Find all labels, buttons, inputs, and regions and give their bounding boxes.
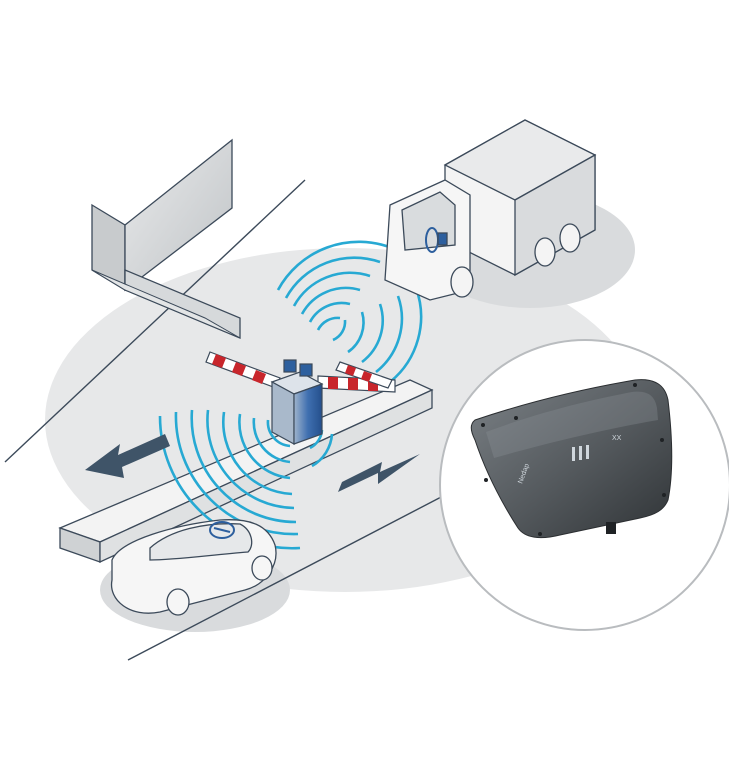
device-model-label: XX <box>612 435 622 442</box>
direction-arrow-icon <box>338 454 420 492</box>
car-icon <box>110 519 277 616</box>
reader-slot <box>579 446 582 460</box>
reader-post <box>270 359 324 446</box>
reader-inset: Nedap XX <box>439 339 729 631</box>
road-line-right <box>127 494 446 661</box>
signal-waves-icon <box>276 240 423 384</box>
reader-slot <box>572 447 575 461</box>
reader-connector <box>606 522 616 534</box>
median-island <box>58 379 434 564</box>
road-line-left <box>4 179 306 463</box>
reader-slot <box>586 445 589 459</box>
glass-wall <box>91 138 241 339</box>
direction-arrow-icon <box>85 434 170 478</box>
barrier-icon <box>205 351 396 393</box>
truck-icon <box>384 119 597 301</box>
road-lines <box>4 179 446 661</box>
reader-device-icon: Nedap XX <box>470 379 673 539</box>
direction-arrows <box>85 434 420 492</box>
